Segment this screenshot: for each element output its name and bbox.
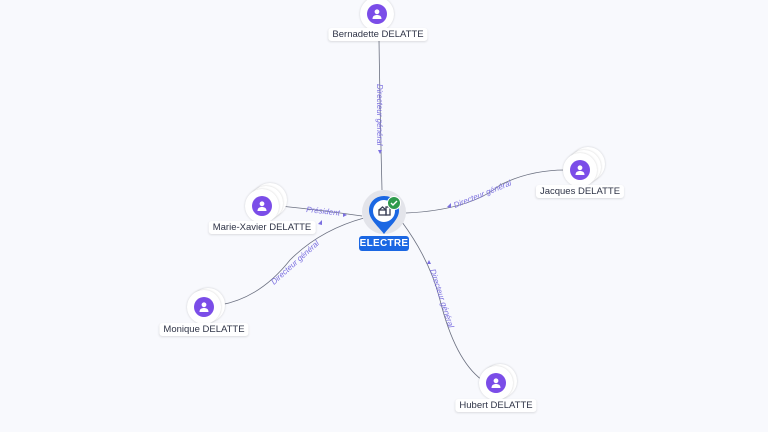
person-icon bbox=[367, 4, 387, 24]
edge-monique bbox=[219, 217, 365, 306]
edge-label-marie-xavier: Président bbox=[306, 205, 341, 218]
person-icon bbox=[252, 196, 272, 216]
person-label: Jacques DELATTE bbox=[535, 185, 625, 198]
arrow-icon bbox=[318, 220, 322, 225]
person-label: Bernadette DELATTE bbox=[328, 28, 428, 41]
arrow-icon bbox=[378, 150, 382, 154]
edge-label-monique: Directeur général bbox=[269, 239, 321, 287]
person-icon bbox=[194, 297, 214, 317]
edge-label-hubert: Directeur général bbox=[428, 268, 456, 329]
arrow-icon bbox=[427, 260, 431, 264]
edge-hubert bbox=[401, 221, 483, 381]
person-label: Monique DELATTE bbox=[159, 323, 249, 336]
person-icon bbox=[570, 160, 590, 180]
arrow-icon bbox=[343, 213, 347, 217]
person-label: Hubert DELATTE bbox=[455, 399, 537, 412]
person-label: Marie-Xavier DELATTE bbox=[208, 221, 316, 234]
edge-label-jacques: Directeur général bbox=[452, 178, 512, 209]
person-icon bbox=[486, 373, 506, 393]
arrow-icon bbox=[447, 203, 451, 208]
company-label[interactable]: ELECTRE bbox=[359, 236, 409, 251]
edge-bernadette bbox=[378, 39, 383, 191]
edge-marie-xavier bbox=[279, 205, 363, 217]
edge-label-bernadette: Directeur général bbox=[375, 84, 384, 146]
company-node[interactable] bbox=[362, 190, 406, 234]
verified-check-icon bbox=[387, 196, 401, 210]
edge-jacques bbox=[405, 169, 566, 214]
